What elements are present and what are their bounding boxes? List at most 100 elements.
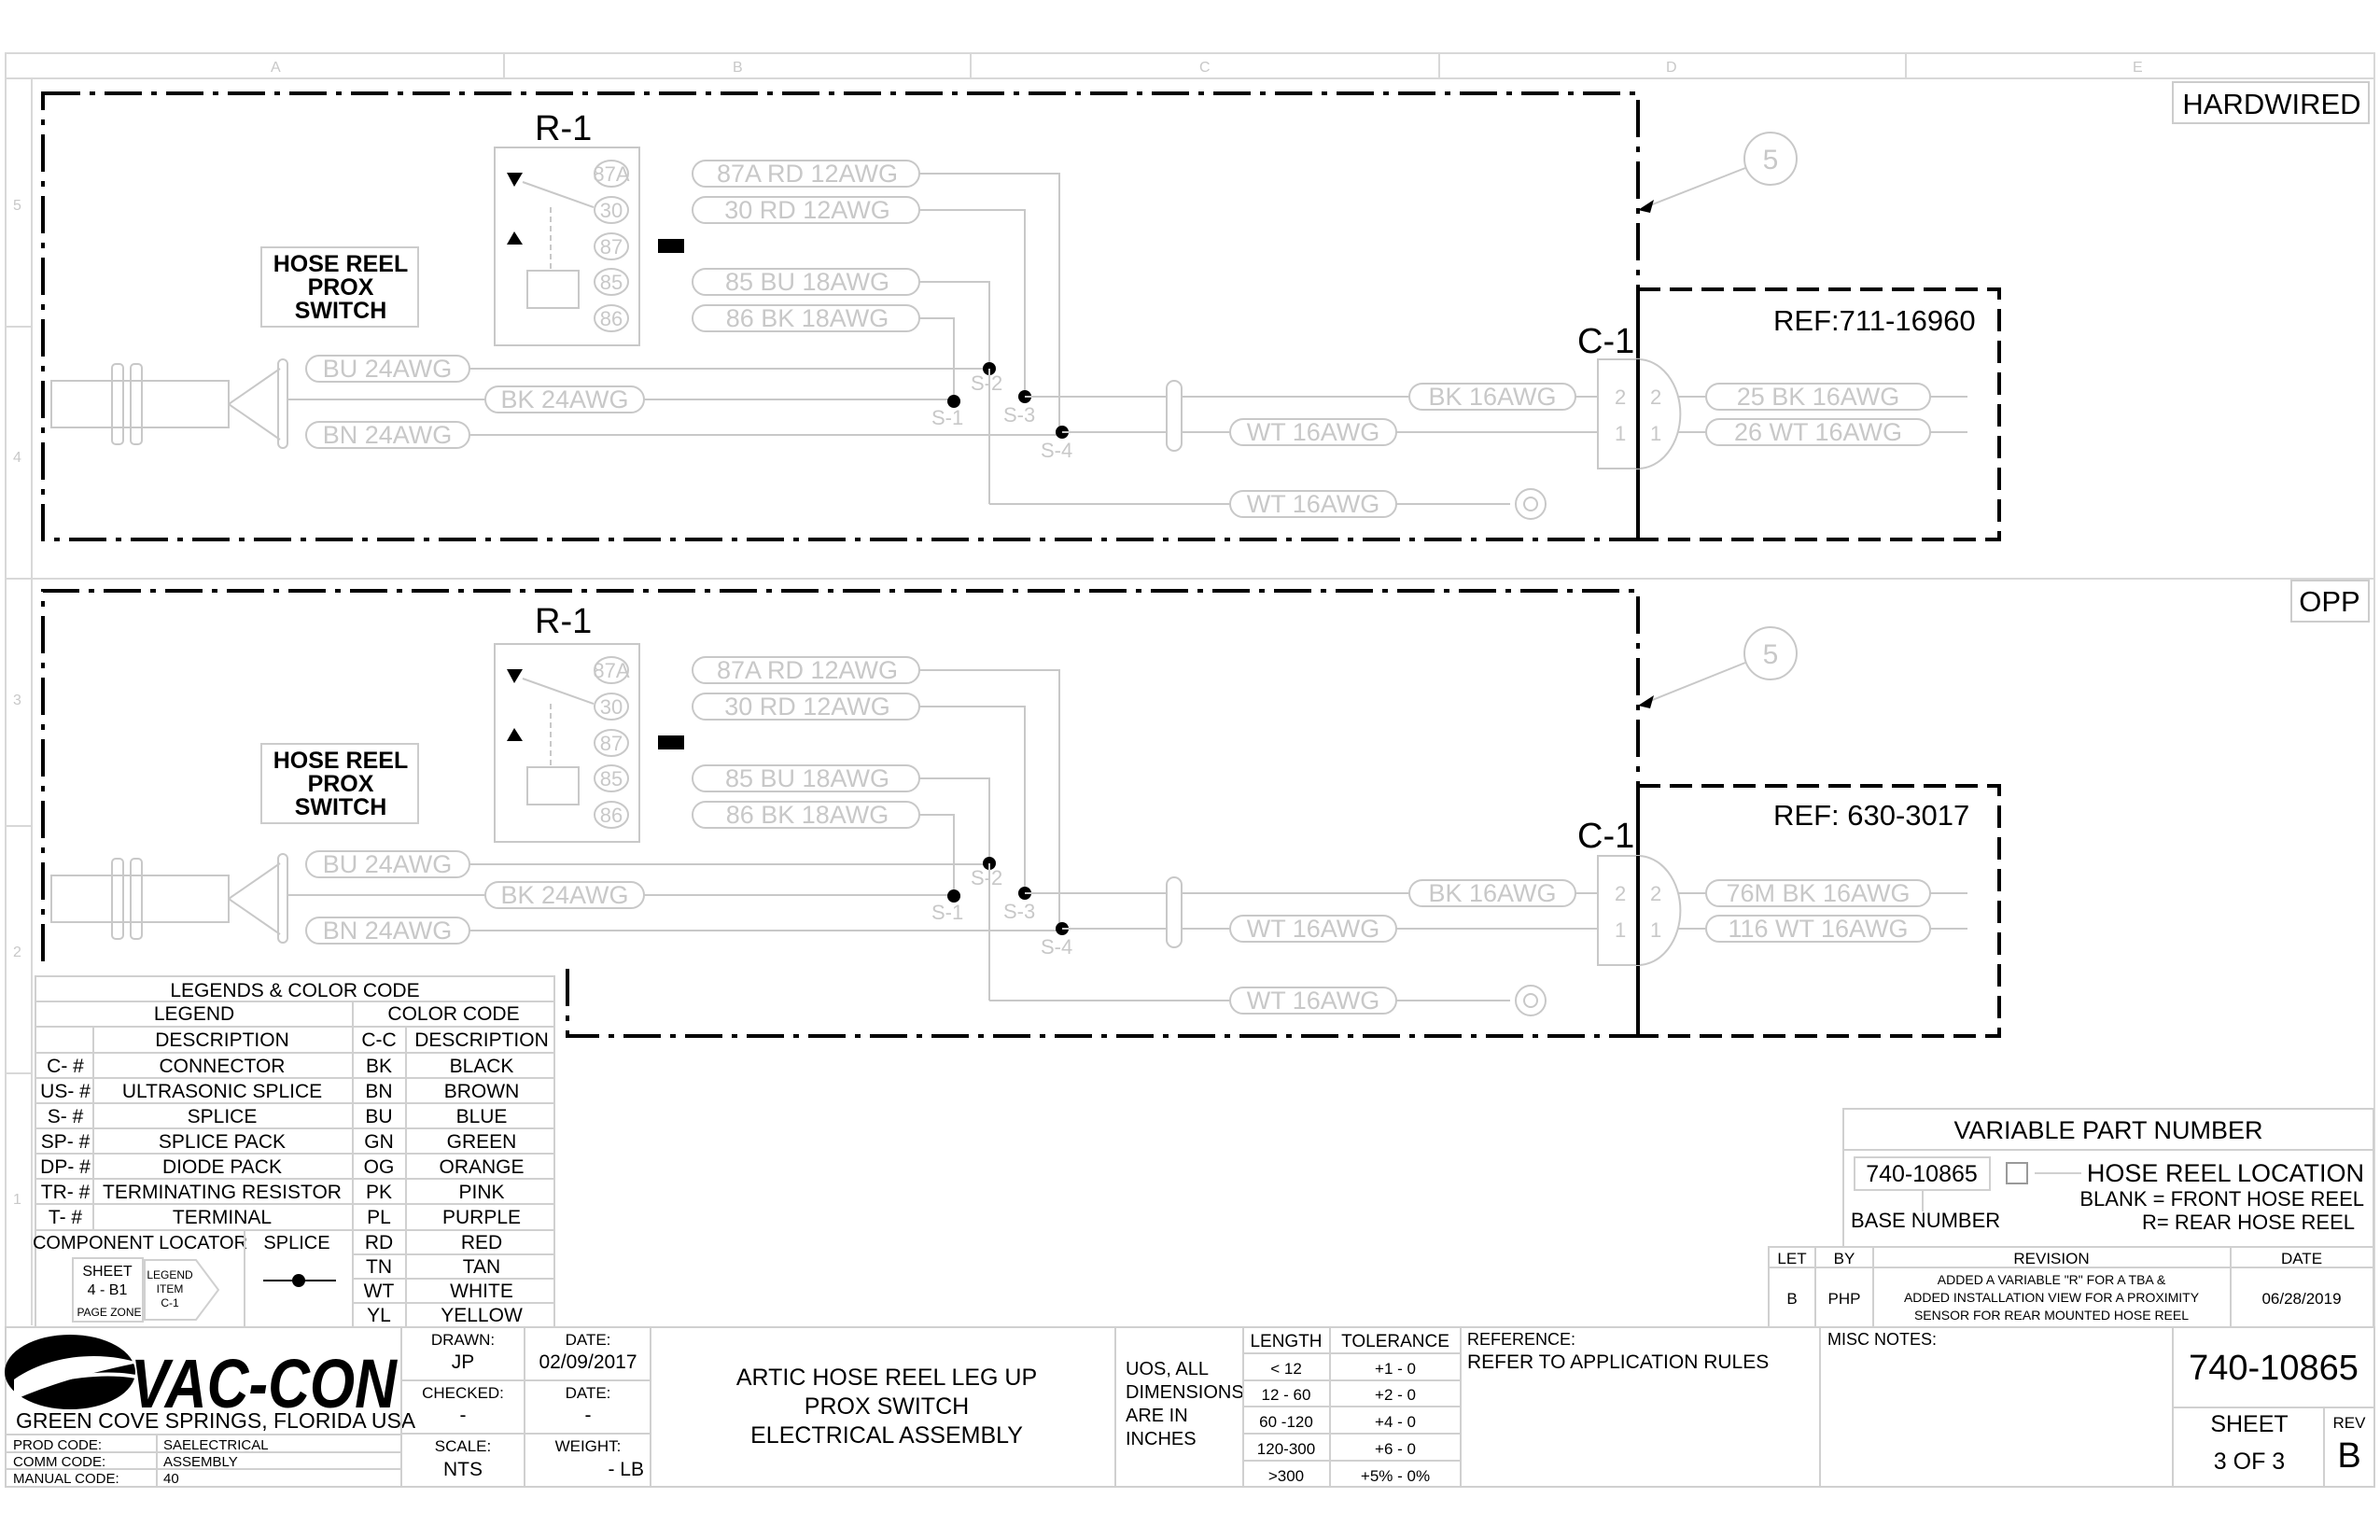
locator-sheet: SHEET [82,1264,133,1280]
legend-title: LEGENDS & COLOR CODE [170,980,419,1001]
callout-balloon [1743,132,1798,186]
color-rows: BK BLACK BN BROWN BU BLUE GN GREEN OG OR… [353,1056,554,1326]
splice-label: S-3 [1003,900,1035,923]
ref-boundary [1638,784,2001,1038]
cc-code: BK [366,1056,392,1077]
rev-by: PHP [1828,1290,1861,1308]
sheet-label: SHEET [2210,1411,2288,1437]
panel-label-box [2172,81,2370,124]
drawn-label: DRAWN: [431,1331,495,1349]
cc-desc: PURPLE [442,1207,521,1228]
wire-label: 85 BU 18AWG [725,764,889,792]
splice-label: S-4 [1041,439,1072,462]
switch-label: HOSE REEL [273,748,408,774]
cc-header: C-C [361,1029,396,1051]
relay-wires: 87A RD 12AWG 30 RD 12AWG 85 BU 18AWG 86 … [692,160,1060,434]
date-label: DATE: [566,1331,611,1349]
scale-value: NTS [443,1459,483,1480]
cc-desc: BLUE [456,1106,508,1127]
legend-code: SP- # [41,1131,91,1153]
wire-label: 87A RD 12AWG [717,160,898,188]
legend-rows: C- # CONNECTOR US- # ULTRASONIC SPLICE S… [35,1056,353,1231]
wire-label: BN 24AWG [323,917,453,945]
uos-note: INCHES [1126,1429,1197,1449]
vpn-location-title: HOSE REEL LOCATION [2087,1159,2364,1187]
rev-text: ADDED INSTALLATION VIEW FOR A PROXIMITY [1904,1290,2200,1305]
relay-contact-icon [507,173,523,187]
relay-tab-icon [658,735,684,749]
wire-label: 76M BK 16AWG [1726,879,1910,907]
wire-label: BK 16AWG [1428,383,1556,411]
drawn-value: JP [452,1351,475,1373]
locator-item-text: ITEM [157,1282,184,1295]
wire-label: WT 16AWG [1247,490,1380,518]
ring-terminal-icon [1515,488,1547,520]
relay-body [494,147,640,346]
wire-label: 85 BU 18AWG [725,268,889,296]
tol-value: +2 - 0 [1375,1386,1416,1404]
harness-wires: BK 16AWG WT 16AWG WT 16AWG [988,863,1598,1016]
connector-pin: 2 [1615,882,1626,905]
relay-pin: 87 [600,732,623,755]
cc-desc: BLACK [450,1056,514,1077]
tol-length: 120-300 [1257,1440,1315,1458]
cc-desc: ORANGE [439,1156,524,1178]
panel-label: HARDWIRED [2182,88,2360,120]
relay-body [494,643,640,843]
reference-label: REFERENCE: [1467,1330,1575,1349]
cc-code: OG [364,1156,395,1178]
grid-col-d: D [1666,60,1677,76]
callout-balloon [1743,626,1798,680]
legend-desc: TERMINATING RESISTOR [103,1182,342,1203]
scale-label: SCALE: [435,1437,491,1455]
panel-label-box [2290,580,2370,623]
tol-length: >300 [1268,1467,1304,1485]
ref-boundary [1638,287,2001,541]
grid-row-1: 1 [13,1192,21,1208]
cc-desc-header: DESCRIPTION [414,1029,549,1051]
rev-text: ADDED A VARIABLE "R" FOR A TBA & [1938,1272,2166,1287]
splice-dot [947,395,960,408]
splice-label: S-2 [971,371,1002,395]
wire-label: 26 WT 16AWG [1734,418,1902,446]
grid-row-2: 2 [13,945,21,960]
relay-pin: 87A [593,659,629,682]
relay-contact-icon [507,669,523,683]
tol-length: 60 -120 [1259,1413,1313,1431]
connector-pin: 1 [1615,918,1626,942]
drawing-title: ELECTRICAL ASSEMBLY [750,1422,1023,1449]
splice-label: S-2 [971,866,1002,889]
manual-code-label: MANUAL CODE: [13,1471,119,1487]
checked-date-value: - [585,1405,592,1426]
legend-code: S- # [48,1106,84,1127]
title-block: VAC-CON GREEN COVE SPRINGS, FLORIDA USA … [5,1326,2375,1488]
panel-hardwired: HARDWIRED R-1 87A 30 87 85 86 87A [41,81,2370,541]
legend-code: US- # [40,1081,91,1102]
relay-label: R-1 [535,109,592,148]
wire-label: WT 16AWG [1247,915,1380,943]
splice-dot [947,889,960,903]
wire-label: BU 24AWG [323,355,453,383]
relay-pins: 87A 30 87 85 86 [593,160,630,332]
uos-note: DIMENSIONS [1126,1382,1244,1403]
wire-label: 116 WT 16AWG [1728,915,1908,943]
connector-pin: 1 [1650,422,1661,445]
tol-value: +1 - 0 [1375,1360,1416,1378]
panel-opp: OPP R-1 87A 30 87 85 86 87A RD 12AWG [41,580,2370,1038]
cc-code: BN [365,1081,392,1102]
legend-desc-header: DESCRIPTION [155,1029,289,1051]
relay-label: R-1 [535,602,592,641]
relay-pin: 87 [600,235,623,259]
splice-legend-dot [292,1274,305,1287]
relay-pins: 87A 30 87 85 86 [593,656,630,829]
splice-label: S-3 [1003,403,1035,427]
wire-label: WT 16AWG [1247,418,1380,446]
relay-pin: 85 [600,767,623,791]
relay-coil-icon [526,270,580,309]
wire-label: 86 BK 18AWG [726,801,889,829]
legend-desc: ULTRASONIC SPLICE [122,1081,322,1102]
length-header: LENGTH [1250,1332,1322,1351]
cc-code: YL [367,1305,391,1326]
cc-code: WT [364,1281,395,1302]
